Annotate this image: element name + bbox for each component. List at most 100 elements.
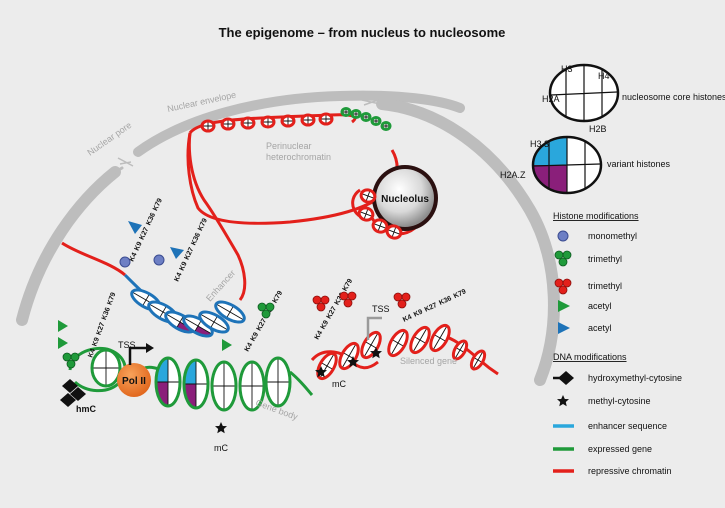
nucleosome — [240, 116, 256, 130]
nucleosome — [210, 360, 238, 412]
tail-k4: K4 — [128, 252, 138, 263]
nucleosome — [214, 300, 246, 324]
mc-mark-silenced — [315, 347, 382, 378]
nucleosome — [264, 356, 292, 408]
nucleosome — [385, 224, 403, 240]
perinuclear-nucleosomes — [200, 112, 334, 133]
nucleosome — [429, 323, 451, 353]
tail-labels-enhancer-1: K4 K9 K27 K36 K79 — [128, 197, 163, 262]
histone-mod-legend-markers — [554, 230, 572, 334]
histone-mod-item-4: acetyl — [588, 301, 612, 311]
tail-labels-enhancer-2: K4 K9 K27 K36 K79 — [173, 217, 208, 282]
tss-label-expressed: TSS — [118, 340, 136, 350]
enhancer-nucleosomes — [130, 288, 246, 338]
tail-k9: K9 — [91, 337, 101, 348]
nucleosome — [300, 113, 316, 127]
tail-k36: K36 — [190, 232, 202, 247]
nuclear-pore — [117, 99, 381, 167]
tail-k27: K27 — [424, 302, 439, 314]
nucleosome — [198, 310, 230, 334]
histone-mod-item-1: monomethyl — [588, 231, 637, 241]
tail-k9: K9 — [250, 331, 261, 342]
hmc-label: hmC — [76, 404, 97, 414]
h33-label: H3.3 — [530, 139, 549, 149]
nucleosome — [280, 114, 296, 128]
nucleosome — [182, 358, 210, 410]
nucleosome — [409, 325, 431, 355]
dna-mod-item-2: methyl-cytosine — [588, 396, 651, 406]
tail-k27: K27 — [256, 318, 269, 333]
nucleosome — [154, 356, 182, 408]
nucleosome — [338, 341, 360, 371]
nucleosome — [357, 206, 375, 222]
diagram-title: The epigenome – from nucleus to nucleoso… — [219, 25, 506, 40]
nucleosome-core-legend — [548, 63, 620, 123]
tail-k4: K4 — [402, 314, 413, 324]
nucleolus-nucleosomes — [357, 188, 403, 240]
nucleosome — [90, 348, 122, 388]
nucleosome — [469, 349, 487, 371]
tail-labels-gene-2: K4 K9 K27 K36 K79 — [244, 290, 285, 353]
tail-k36: K36 — [438, 295, 453, 307]
histone-mod-item-3: trimethyl — [588, 281, 622, 291]
nuclear-envelope — [16, 90, 560, 386]
tail-k27: K27 — [96, 322, 107, 337]
nucleosome — [359, 188, 377, 204]
tss-label-silenced: TSS — [372, 304, 390, 314]
tail-k79: K79 — [152, 197, 164, 212]
dna-mod-item-4: expressed gene — [588, 444, 652, 454]
tail-labels-gene-1: K4 K9 K27 K36 K79 — [87, 291, 117, 358]
nucleosome — [340, 107, 352, 117]
expressed-gene-beads — [340, 107, 392, 131]
tail-k79: K79 — [342, 278, 355, 293]
nucleolus-label: Nucleolus — [381, 194, 429, 205]
tail-k79: K79 — [272, 290, 285, 305]
dna-mod-item-3: enhancer sequence — [588, 421, 667, 431]
h2b-label: H2B — [589, 124, 607, 134]
tail-k4: K4 — [244, 342, 255, 353]
silenced-gene-label: Silenced gene — [400, 356, 457, 366]
nucleolus — [351, 165, 438, 236]
mc-label-gene: mC — [214, 443, 228, 453]
nucleosome — [380, 121, 392, 131]
nucleosome — [220, 117, 236, 131]
histone-mod-markers — [58, 221, 411, 369]
nucleosome — [260, 115, 276, 129]
tail-k27: K27 — [326, 306, 339, 321]
dna-mod-legend-markers — [553, 371, 574, 473]
nucleosome — [200, 119, 216, 133]
tail-labels-silenced-2: K4 K9 K27 K36 K79 — [402, 288, 467, 323]
nucleosome — [350, 109, 362, 119]
tail-k36: K36 — [101, 307, 112, 322]
enhancer-label: Enhancer — [204, 268, 237, 303]
h2a-label: H2A — [542, 94, 560, 104]
tail-k36: K36 — [145, 212, 157, 227]
pol-ii — [117, 363, 151, 397]
tail-k79: K79 — [106, 291, 117, 306]
core-histones-text: nucleosome core histones — [622, 92, 725, 102]
histone-mod-item-5: acetyl — [588, 323, 612, 333]
tail-k4: K4 — [87, 348, 97, 359]
histone-mod-heading: Histone modifications — [553, 211, 639, 221]
tail-k79: K79 — [453, 288, 468, 300]
mc-label-silenced: mC — [332, 379, 346, 389]
h2az-label: H2A.Z — [500, 170, 526, 180]
dna-mod-heading: DNA modifications — [553, 352, 627, 362]
nucleosome — [360, 330, 382, 360]
h3-label: H3 — [561, 64, 573, 74]
nucleosome — [370, 116, 382, 126]
nucleosome — [360, 112, 372, 122]
core-histones-label: nucleosome core histones — [622, 92, 725, 102]
tail-k9: K9 — [320, 319, 331, 330]
nuclear-pore-label: Nuclear pore — [85, 120, 133, 158]
histone-mod-item-2: trimethyl — [588, 254, 622, 264]
nucleosome — [451, 339, 469, 361]
tail-k79: K79 — [197, 217, 209, 232]
silenced-gene-nucleosomes — [316, 323, 487, 381]
tss-arrow-expressed — [128, 343, 154, 365]
nucleosome — [318, 112, 334, 126]
tss-arrow-silenced — [366, 316, 382, 340]
